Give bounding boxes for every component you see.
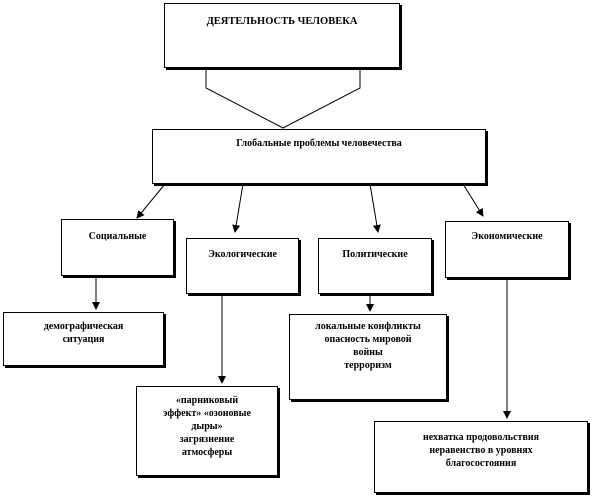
ecological-box — [186, 238, 299, 294]
ecological-label: Экологические — [208, 249, 277, 260]
political-detail-box — [289, 314, 447, 400]
economic-box — [445, 221, 569, 278]
arrow-to-social — [136, 183, 166, 219]
title-label: ДЕЯТЕЛЬНОСТЬ ЧЕЛОВЕКА — [206, 16, 358, 27]
ecological-detail-box — [136, 386, 278, 476]
social-label: Социальные — [88, 231, 147, 242]
arrow-to-political — [369, 183, 381, 233]
political-detail-label: локальные конфликты опасность мировой во… — [315, 321, 421, 371]
political-box — [318, 238, 432, 294]
ecological-detail-label: «парниковый эффект» «озоновые дыры» загр… — [163, 395, 251, 458]
economic-detail-box — [374, 421, 588, 493]
global-problems-label: Глобальные проблемы человечества — [236, 138, 402, 149]
arrow-to-economic — [462, 183, 484, 217]
political-label: Политические — [342, 249, 408, 260]
economic-label: Экономические — [471, 231, 543, 242]
social-detail-label: демографическая ситуация — [43, 321, 124, 345]
economic-detail-label: нехватка продовольствия неравенство в ур… — [422, 432, 540, 469]
title-box — [164, 3, 400, 68]
social-detail-box — [3, 312, 164, 366]
block-arrow — [205, 67, 361, 129]
social-box — [61, 219, 174, 276]
global-problems-box — [152, 129, 486, 184]
arrow-to-ecological — [232, 183, 244, 233]
